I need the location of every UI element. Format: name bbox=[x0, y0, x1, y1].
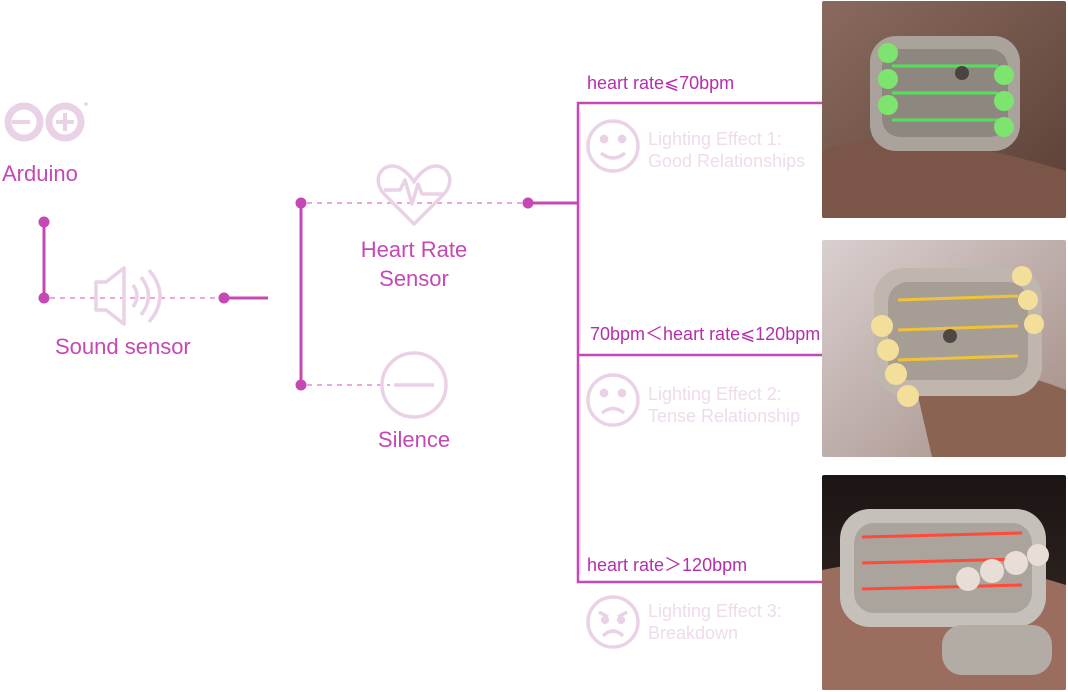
effect-label-2: Lighting Effect 2: Tense Relationship bbox=[648, 383, 800, 427]
smile-face-icon bbox=[586, 119, 640, 173]
connector-branches bbox=[576, 101, 822, 584]
branch-condition-2: 70bpm＜heart rate⩽120bpm bbox=[590, 324, 821, 344]
effect-label-3-line2: Breakdown bbox=[648, 623, 739, 643]
sad-face-icon bbox=[586, 373, 640, 427]
bracelet-photo-yellow bbox=[822, 240, 1066, 457]
heart-rate-sensor-label-line1: Heart Rate bbox=[360, 237, 468, 262]
arduino-label: Arduino bbox=[2, 161, 78, 186]
effect-label-1-line1: Lighting Effect 1: bbox=[648, 129, 782, 149]
branch-condition-3: heart rate＞120bpm bbox=[587, 555, 748, 575]
connector-splitter bbox=[295, 197, 578, 391]
connector-arduino-sound bbox=[38, 216, 268, 304]
effect-label-3: Lighting Effect 3: Breakdown bbox=[648, 600, 782, 644]
effect-label-3-line1: Lighting Effect 3: bbox=[648, 601, 782, 621]
bracelet-photo-green bbox=[822, 1, 1066, 218]
effect-label-2-line1: Lighting Effect 2: bbox=[648, 384, 782, 404]
heart-rate-sensor-label: Heart Rate Sensor bbox=[344, 235, 484, 293]
silence-label: Silence bbox=[377, 427, 451, 452]
angry-face-icon bbox=[586, 595, 640, 649]
effect-label-1-line2: Good Relationships bbox=[648, 151, 806, 171]
branch-condition-1: heart rate⩽70bpm bbox=[587, 73, 735, 93]
silence-icon bbox=[380, 351, 448, 419]
effect-label-2-line2: Tense Relationship bbox=[648, 406, 801, 426]
effect-label-1: Lighting Effect 1: Good Relationships bbox=[648, 128, 805, 172]
sound-sensor-label: Sound sensor bbox=[55, 334, 191, 359]
heart-rate-icon bbox=[376, 164, 452, 226]
bracelet-photo-red bbox=[822, 475, 1066, 690]
arduino-logo-icon bbox=[4, 102, 88, 142]
speaker-icon bbox=[94, 266, 162, 326]
heart-rate-sensor-label-line2: Sensor bbox=[379, 266, 449, 291]
